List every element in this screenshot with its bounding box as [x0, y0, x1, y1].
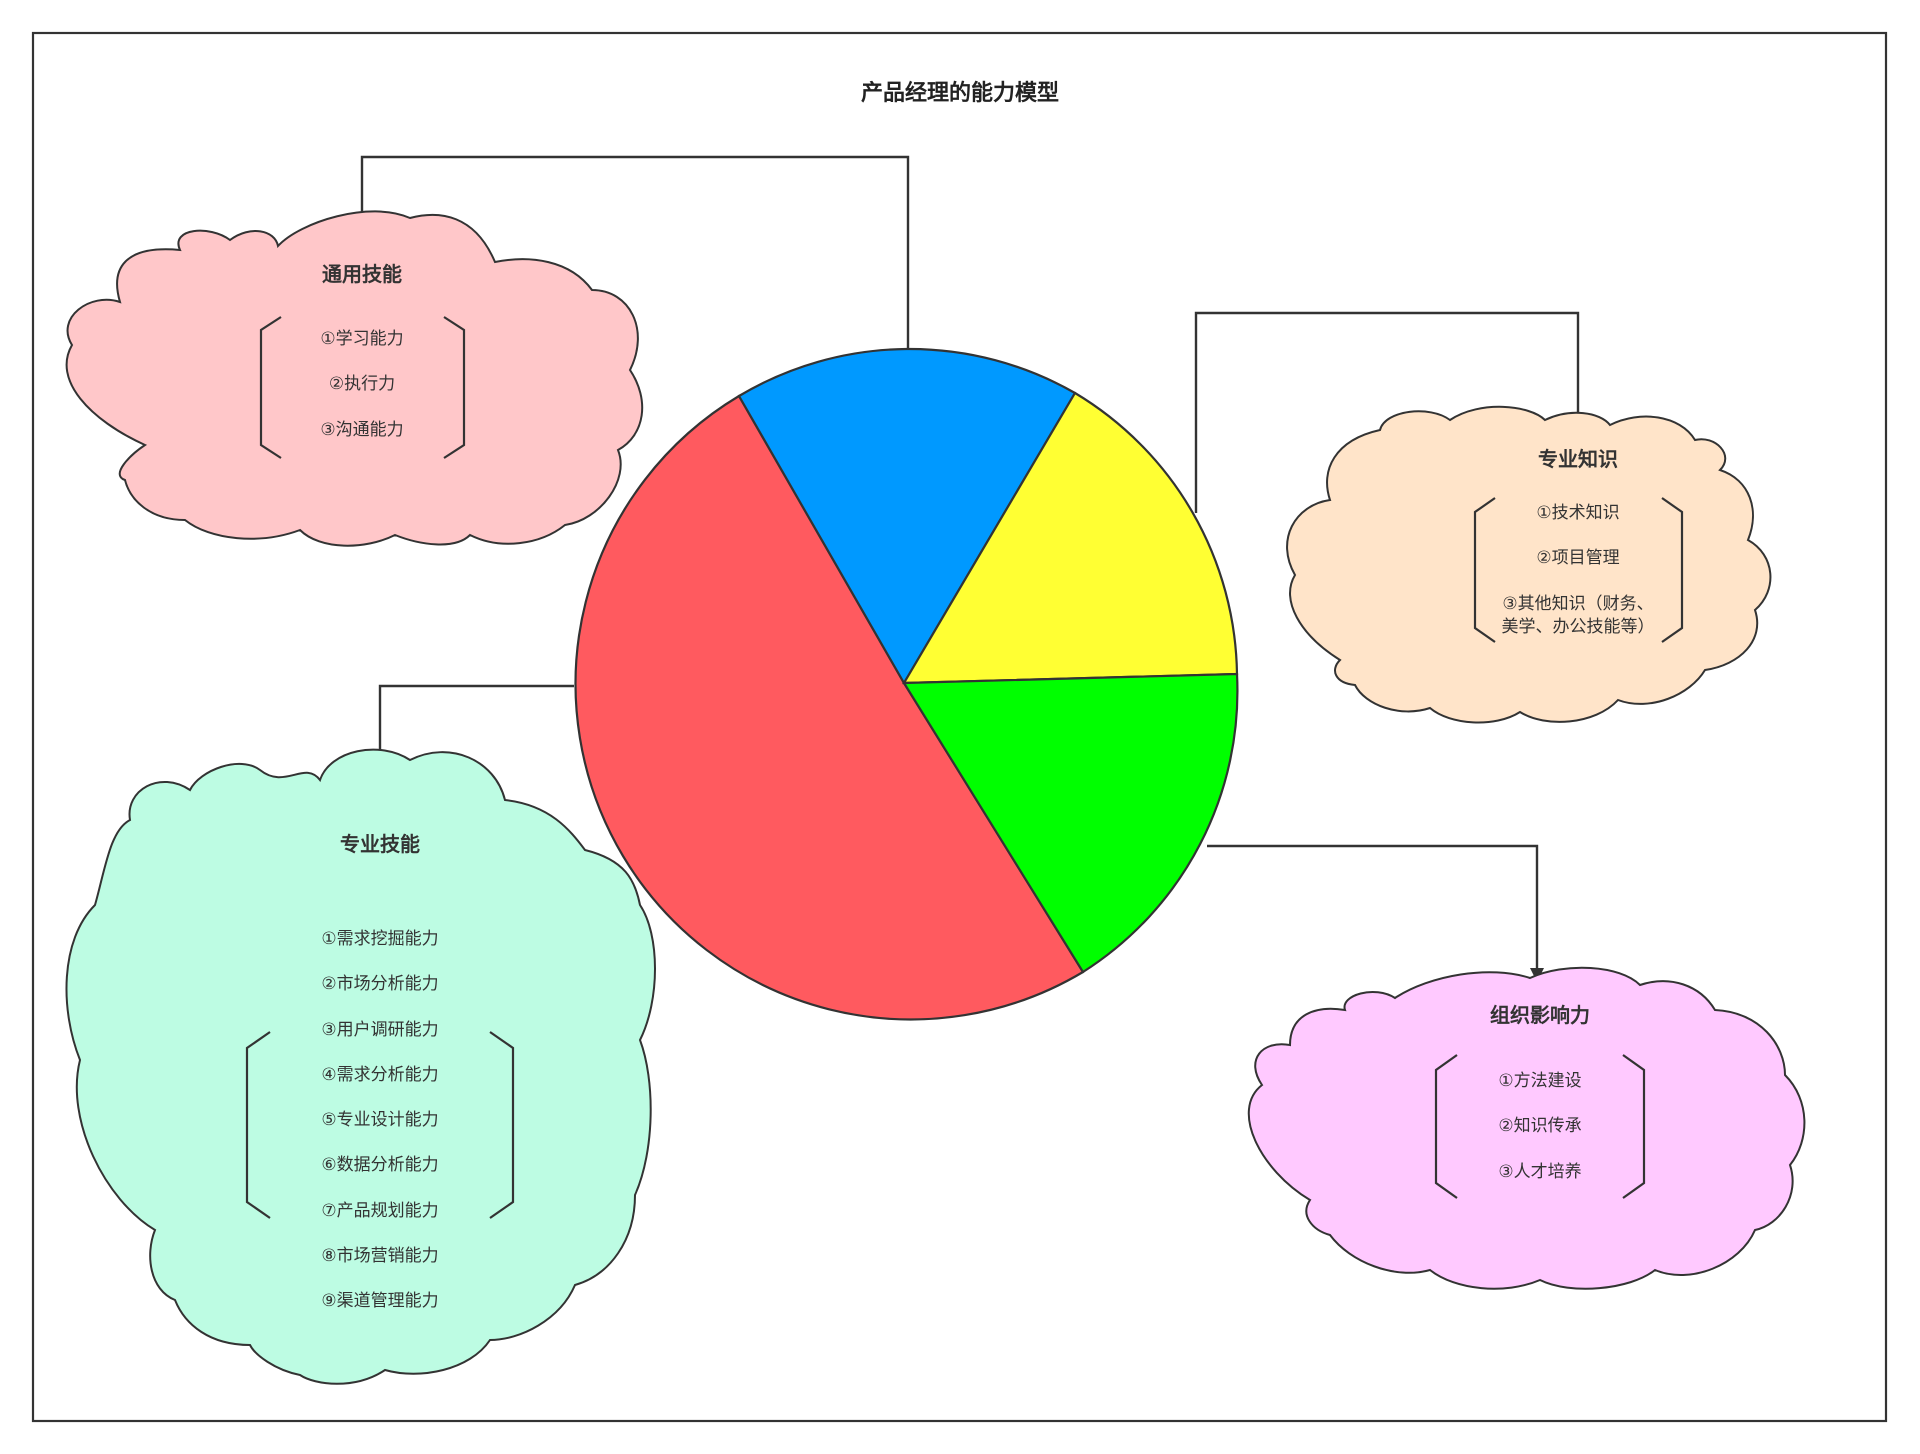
cloud-general-title: 通用技能	[322, 262, 402, 286]
connector-yellow-to-knowledge	[1194, 311, 1585, 513]
cloud-influence-shape	[1247, 966, 1806, 1290]
cloud-knowledge-item: ③其他知识（财务、	[1502, 594, 1653, 614]
pie-slice-blue	[737, 347, 1077, 686]
cloud-influence-item: ③人才培养	[1498, 1162, 1581, 1182]
cloud-professional-item: ⑦产品规划能力	[321, 1201, 438, 1221]
bracket-right	[489, 1031, 515, 1219]
cloud-influence-item: ②知识传承	[1498, 1116, 1581, 1136]
bracket-left	[1473, 497, 1496, 643]
cloud-professional-knowledge: 专业知识 ①技术知识 ②项目管理 ③其他知识（财务、 美学、办公技能等）	[1286, 405, 1772, 724]
cloud-knowledge-item: ②项目管理	[1536, 548, 1619, 568]
pie-slice-yellow	[902, 391, 1239, 685]
cloud-general-item: ①学习能力	[320, 329, 403, 349]
cloud-professional-skills: 专业技能 ①需求挖掘能力 ②市场分析能力 ③用户调研能力 ④需求分析能力 ⑤专业…	[65, 748, 656, 1385]
cloud-general-shape	[65, 210, 644, 547]
cloud-influence-title: 组织影响力	[1490, 1003, 1590, 1027]
pie-slice-green	[902, 672, 1239, 974]
cloud-general-item: ③沟通能力	[320, 420, 403, 440]
connector-green-to-influence	[1207, 844, 1544, 982]
bracket-left	[259, 316, 282, 459]
cloud-professional-title: 专业技能	[340, 832, 420, 856]
cloud-general-item: ②执行力	[329, 374, 395, 394]
connector-blue-to-general	[355, 155, 910, 350]
cloud-knowledge-title: 专业知识	[1538, 447, 1618, 471]
cloud-professional-item: ⑧市场营销能力	[321, 1246, 438, 1266]
cloud-knowledge-item: ①技术知识	[1536, 503, 1619, 523]
cloud-professional-item: ③用户调研能力	[321, 1020, 438, 1040]
diagram-title: 产品经理的能力模型	[861, 80, 1059, 106]
cloud-knowledge-item: 美学、办公技能等）	[1502, 617, 1655, 637]
cloud-professional-shape	[65, 748, 656, 1385]
capability-pie	[574, 347, 1239, 1021]
cloud-professional-item: ⑨渠道管理能力	[321, 1291, 438, 1311]
cloud-professional-item: ④需求分析能力	[321, 1065, 438, 1085]
cloud-organizational-influence: 组织影响力 ①方法建设 ②知识传承 ③人才培养	[1247, 966, 1806, 1290]
cloud-professional-item: ①需求挖掘能力	[321, 929, 438, 949]
cloud-influence-item: ①方法建设	[1498, 1071, 1581, 1091]
bracket-right	[1622, 1054, 1646, 1199]
cloud-professional-item: ⑥数据分析能力	[321, 1155, 438, 1175]
cloud-professional-item: ⑤专业设计能力	[321, 1110, 438, 1130]
cloud-knowledge-shape	[1286, 405, 1772, 724]
cloud-professional-item: ②市场分析能力	[321, 974, 438, 994]
pie-slice-red	[574, 394, 1085, 1021]
bracket-left	[245, 1031, 271, 1219]
bracket-left	[1434, 1054, 1458, 1199]
bracket-right	[1661, 497, 1684, 643]
cloud-general-skills: 通用技能 ①学习能力 ②执行力 ③沟通能力	[65, 210, 644, 547]
bracket-right	[443, 316, 466, 459]
